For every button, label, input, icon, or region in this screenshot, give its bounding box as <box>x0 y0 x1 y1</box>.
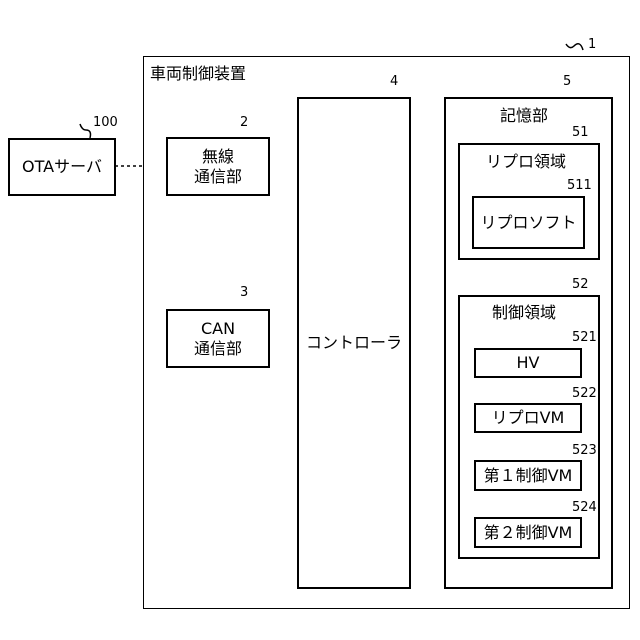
ref-4: 4 <box>390 75 398 89</box>
repro-vm-block: リプロVM <box>474 403 582 433</box>
ref-511: 511 <box>567 179 592 193</box>
wireless-comm-label-line2: 通信部 <box>194 167 242 187</box>
hv-block: HV <box>474 348 582 378</box>
control-vm-1-block: 第１制御VM <box>474 460 582 491</box>
ref-522: 522 <box>572 387 597 401</box>
ota-server-label: OTAサーバ <box>22 157 102 177</box>
control-vm-2-label: 第２制御VM <box>484 523 573 543</box>
wireless-comm-unit: 無線 通信部 <box>166 137 270 196</box>
ref-52: 52 <box>572 278 589 292</box>
ota-server: OTAサーバ <box>8 138 116 196</box>
repro-software: リプロソフト <box>472 196 585 249</box>
storage-unit-label: 記憶部 <box>500 106 548 126</box>
can-comm-unit: CAN 通信部 <box>166 309 270 368</box>
repro-software-label: リプロソフト <box>480 213 576 233</box>
ref-523: 523 <box>572 444 597 458</box>
controller-label: コントローラ <box>306 333 402 353</box>
controller: コントローラ <box>297 97 411 589</box>
ref-100: 100 <box>93 116 118 130</box>
ref-3: 3 <box>240 286 248 300</box>
wireless-comm-label-line1: 無線 <box>202 147 234 167</box>
ref-51: 51 <box>572 126 589 140</box>
ref-524: 524 <box>572 501 597 515</box>
vehicle-control-device-label: 車両制御装置 <box>150 64 246 84</box>
repro-area-label: リプロ領域 <box>486 152 566 172</box>
ref-5: 5 <box>563 75 571 89</box>
can-comm-label-line2: 通信部 <box>194 339 242 359</box>
repro-vm-label: リプロVM <box>492 408 565 428</box>
hv-label: HV <box>517 353 540 373</box>
control-vm-1-label: 第１制御VM <box>484 466 573 486</box>
can-comm-label-line1: CAN <box>201 319 235 339</box>
control-area-label: 制御領域 <box>492 303 556 323</box>
ref-1: 1 <box>588 38 596 52</box>
control-vm-2-block: 第２制御VM <box>474 517 582 548</box>
ref-2: 2 <box>240 116 248 130</box>
ref-521: 521 <box>572 331 597 345</box>
